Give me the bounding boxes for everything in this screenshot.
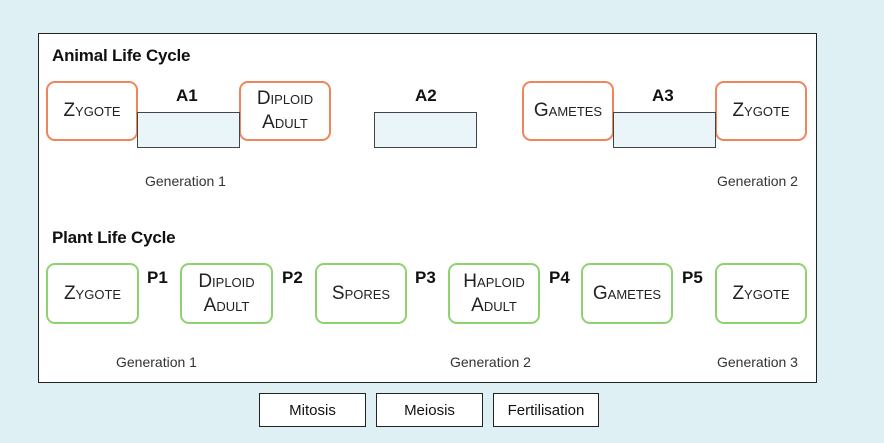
arrow-label-a2: A2 — [415, 86, 437, 105]
arrow-label-p2: P2 — [282, 268, 303, 287]
fertilisation-button[interactable]: Fertilisation — [493, 393, 599, 427]
node-label-line1: Diploid — [198, 270, 255, 292]
node-label: Zygote — [732, 100, 790, 122]
drop-zone-a2[interactable] — [374, 112, 477, 148]
plant-zygote-node: Zygote — [46, 263, 139, 324]
drop-zone-a3[interactable] — [613, 112, 716, 148]
plant-zygote-2-node: Zygote — [715, 263, 807, 324]
meiosis-button[interactable]: Meiosis — [376, 393, 483, 427]
arrow-label-p4: P4 — [549, 268, 570, 287]
animal-generation-1-label: Generation 1 — [145, 173, 226, 189]
arrow-label-p3: P3 — [415, 268, 436, 287]
plant-haploid-adult-node: Haploid Adult — [448, 263, 540, 324]
plant-generation-2-label: Generation 2 — [450, 354, 531, 370]
node-label: Zygote — [732, 282, 790, 304]
animal-zygote-2-node: Zygote — [715, 81, 807, 141]
node-label-line2: Adult — [203, 294, 250, 316]
node-label-line2: Adult — [471, 294, 517, 316]
life-cycle-panel — [38, 33, 817, 383]
drop-zone-a1[interactable] — [137, 112, 240, 148]
animal-generation-2-label: Generation 2 — [717, 173, 798, 189]
arrow-label-a1: A1 — [176, 86, 198, 105]
node-label: Zygote — [63, 100, 121, 122]
plant-generation-3-label: Generation 3 — [717, 354, 798, 370]
animal-zygote-node: Zygote — [46, 81, 138, 141]
plant-gametes-node: Gametes — [581, 263, 673, 324]
arrow-label-p1: P1 — [147, 268, 168, 287]
mitosis-button[interactable]: Mitosis — [259, 393, 366, 427]
node-label: Spores — [331, 282, 391, 304]
arrow-label-a3: A3 — [652, 86, 674, 105]
animal-gametes-node: Gametes — [522, 81, 614, 141]
node-label-line2: Adult — [262, 112, 308, 133]
plant-spores-node: Spores — [315, 263, 407, 324]
node-label-line1: Haploid — [463, 270, 525, 292]
animal-section-title: Animal Life Cycle — [52, 46, 191, 65]
plant-diploid-adult-node: Diploid Adult — [180, 263, 273, 324]
plant-section-title: Plant Life Cycle — [52, 228, 176, 247]
arrow-label-p5: P5 — [682, 268, 703, 287]
plant-generation-1-label: Generation 1 — [116, 354, 197, 370]
node-label: Gametes — [592, 282, 662, 304]
node-label: Zygote — [63, 282, 122, 304]
node-label: Gametes — [533, 100, 603, 122]
node-label-line1: Diploid — [256, 88, 314, 110]
animal-diploid-adult-node: Diploid Adult — [239, 81, 331, 141]
